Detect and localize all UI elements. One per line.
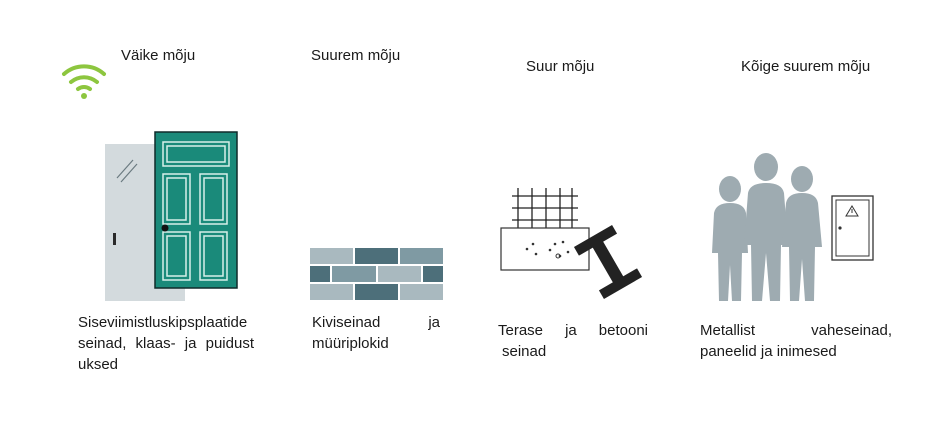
level-label-biggest: Kõige suurem mõju <box>741 58 871 75</box>
desc-line: Kiviseinad ja <box>312 314 440 331</box>
desc-line: paneelid ja inimesed <box>700 343 837 360</box>
level-label-bigger: Suurem mõju <box>311 47 401 64</box>
people-icon <box>712 153 822 301</box>
level-label-small: Väike mõju <box>121 47 196 64</box>
item-description-steel-concrete: Terase ja betooni seinad <box>498 320 648 362</box>
desc-line: seinad, klaas- ja puidust <box>78 335 254 352</box>
item-description-brick: Kiviseinad ja müüriplokid <box>312 312 440 354</box>
wifi-icon <box>62 64 106 99</box>
brick-wall-icon <box>310 248 443 300</box>
desc-line: Siseviimistluskipsplaatide <box>78 314 248 331</box>
item-description-drywall: Siseviimistluskipsplaatide seinad, klaas… <box>78 312 254 375</box>
level-label-big: Suur mõju <box>526 58 595 75</box>
desc-line: Terase ja betooni <box>498 322 648 339</box>
desc-line: müüriplokid <box>312 335 389 352</box>
wooden-door-icon <box>154 131 238 289</box>
impact-gradient-line <box>110 100 828 104</box>
metal-door-icon <box>831 195 874 261</box>
desc-line: Metallist vaheseinad, <box>700 322 892 339</box>
concrete-rebar-icon <box>500 188 590 271</box>
item-description-metal-people: Metallist vaheseinad, paneelid ja inimes… <box>700 320 892 362</box>
steel-beam-icon <box>573 225 643 299</box>
desc-line: seinad <box>502 343 547 360</box>
desc-line: uksed <box>78 356 119 373</box>
